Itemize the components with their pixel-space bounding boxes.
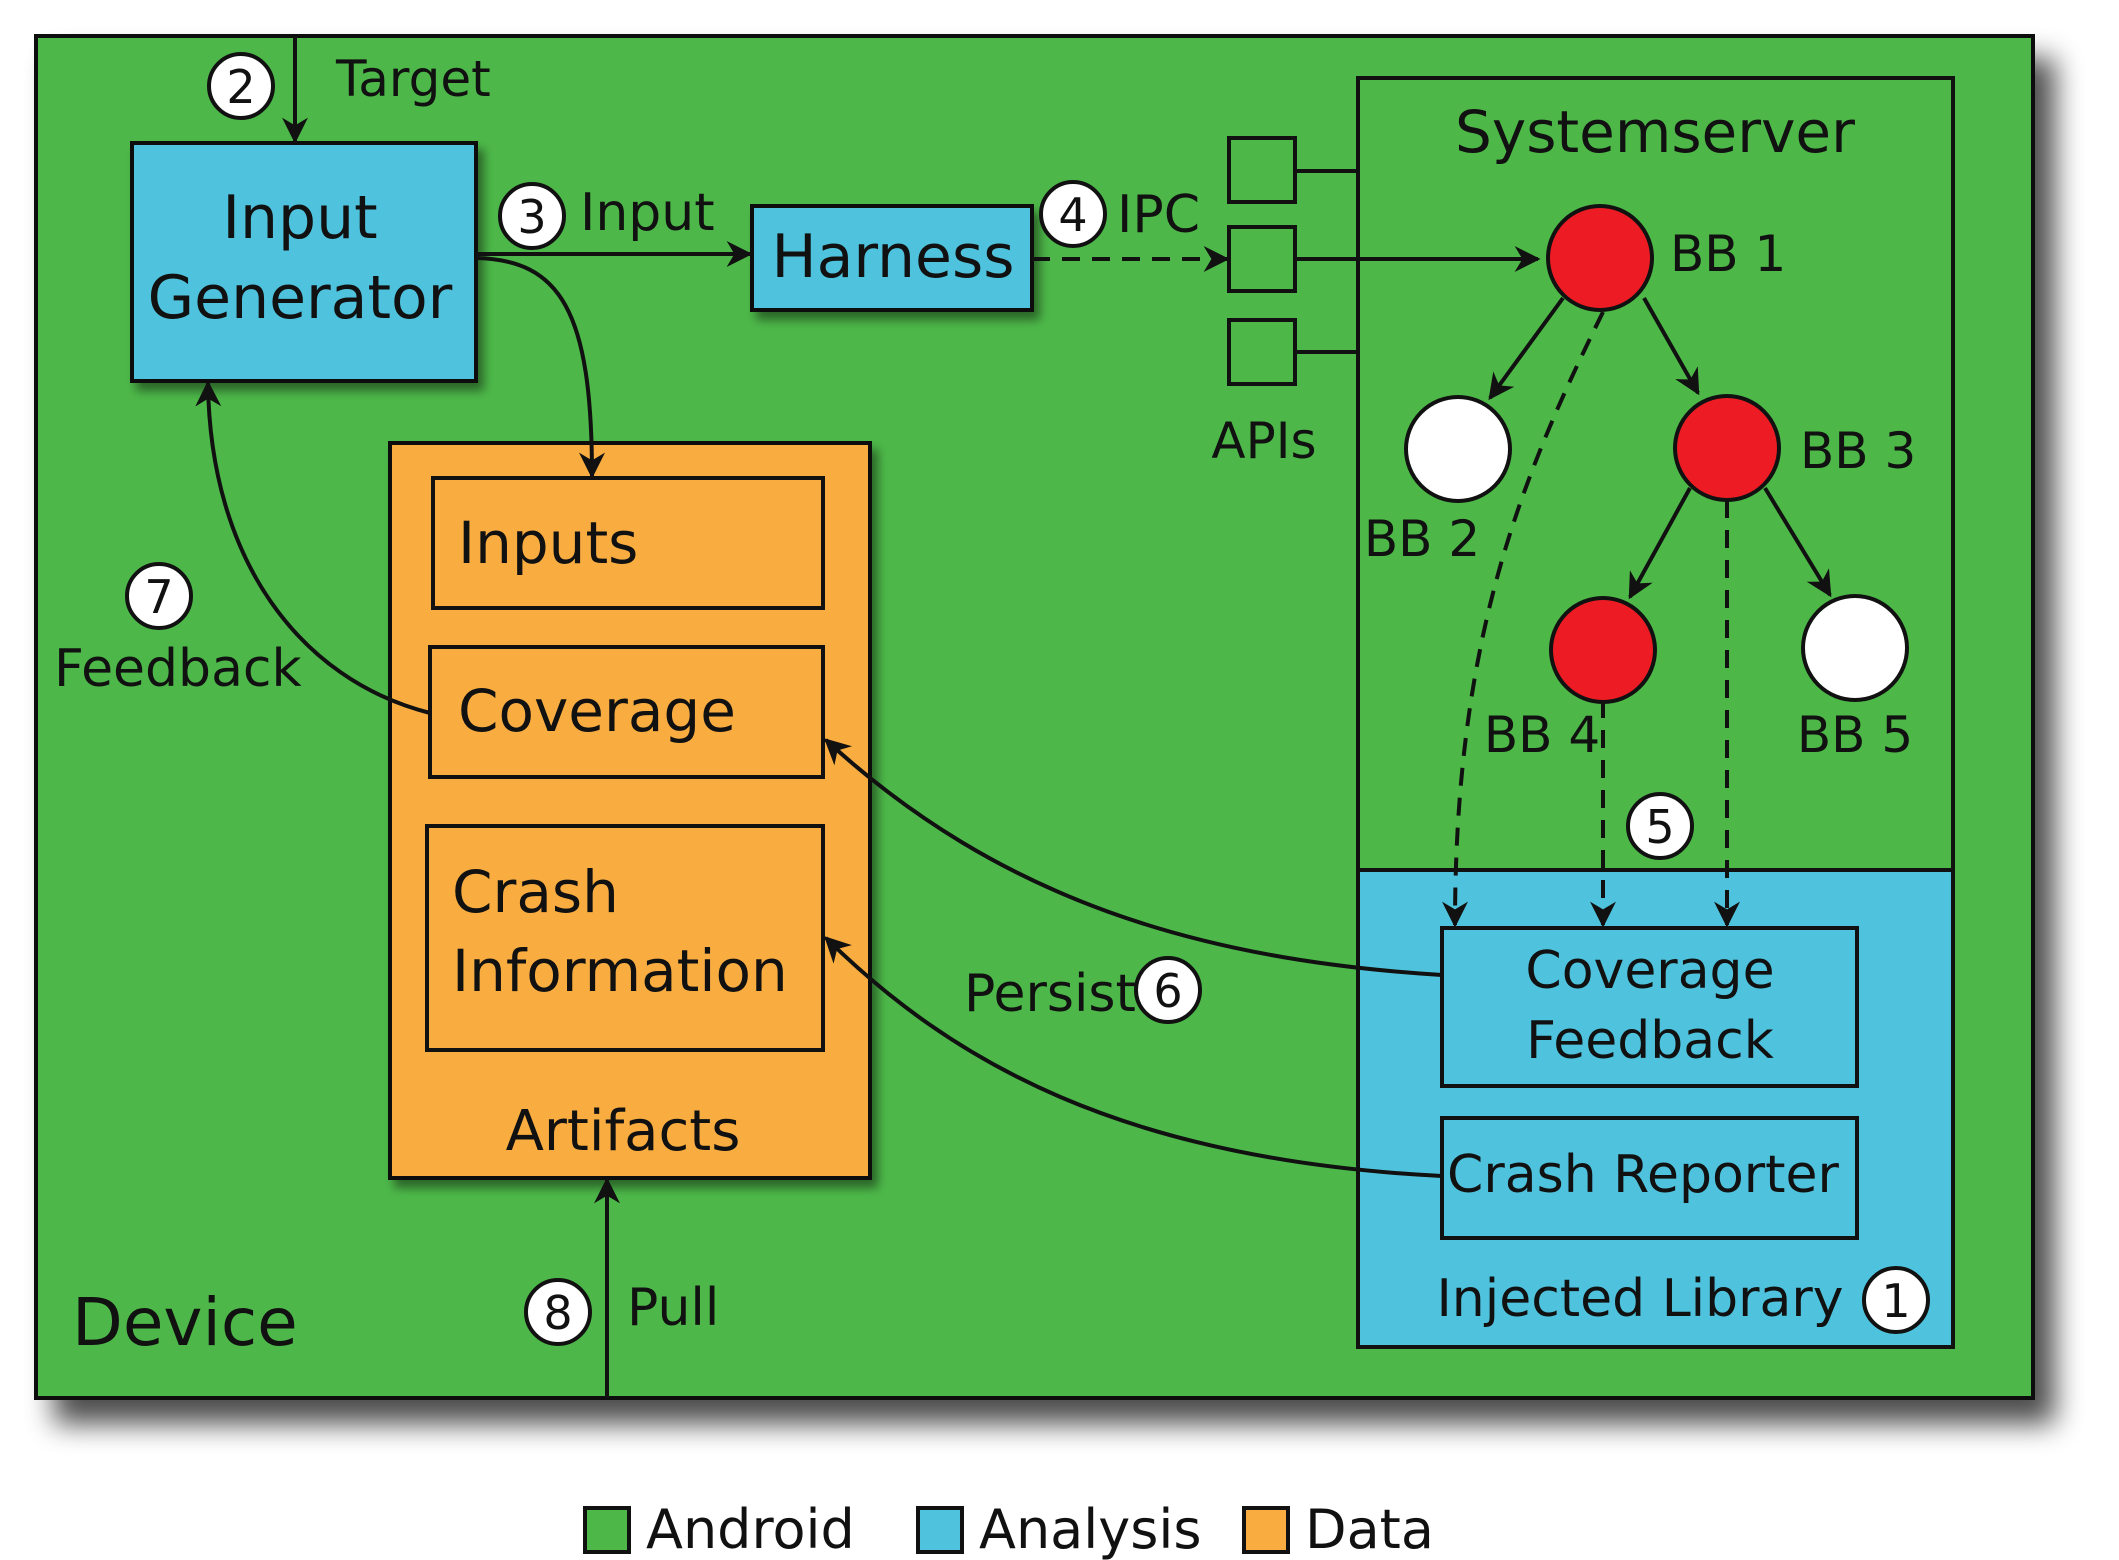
input-generator-box bbox=[130, 141, 478, 383]
step-3-label: Input bbox=[580, 183, 715, 243]
persist-crash-arrow bbox=[824, 936, 1443, 1178]
persist-coverage-arrow bbox=[824, 738, 1443, 977]
systemserver-container: Systemserver bbox=[1356, 76, 1955, 872]
bb2-node bbox=[1404, 395, 1512, 503]
coverage-feedback-line1: Coverage bbox=[1525, 941, 1774, 1001]
step-1-number: 1 bbox=[1881, 1274, 1910, 1328]
apis-label: APIs bbox=[1211, 412, 1316, 470]
injected-library-label: Injected Library bbox=[1436, 1269, 1843, 1329]
step-6-number: 6 bbox=[1153, 964, 1182, 1018]
bb5-label: BB 5 bbox=[1797, 706, 1913, 764]
step-2-number: 2 bbox=[226, 60, 255, 114]
step-1-badge: 1 bbox=[1862, 1266, 1930, 1334]
input-generator: Input Generator bbox=[130, 141, 478, 383]
feedback-arrow bbox=[195, 380, 431, 715]
bb2-label: BB 2 bbox=[1364, 510, 1480, 568]
coverage-feedback-line2: Feedback bbox=[1526, 1011, 1774, 1071]
bb1-coverage-dashed-arrow bbox=[1442, 311, 1605, 928]
edges bbox=[195, 36, 1832, 1398]
bb1-to-bb2-arrow bbox=[1488, 296, 1565, 401]
input-generator-line2: Generator bbox=[148, 263, 453, 333]
inputs-box bbox=[431, 476, 825, 610]
api-box-3 bbox=[1227, 318, 1297, 386]
step-4-number: 4 bbox=[1058, 188, 1087, 242]
step-3-badge: 3 bbox=[498, 182, 566, 250]
step-6-label: Persist bbox=[964, 964, 1136, 1024]
crash-information-line1: Crash bbox=[452, 858, 619, 926]
step-badges: 1 2 Target 3 Input 4 IPC 5 6 Persist 7 bbox=[54, 50, 1930, 1346]
injected-library-container: Injected Library Coverage Feedback Crash… bbox=[1356, 868, 1955, 1349]
step-2-badge: 2 bbox=[207, 52, 275, 120]
legend-analysis-swatch bbox=[916, 1506, 964, 1554]
device-label: Device bbox=[72, 1284, 298, 1361]
step-7-label: Feedback bbox=[54, 639, 302, 699]
step-8-badge: 8 bbox=[524, 1278, 592, 1346]
step-5-number: 5 bbox=[1645, 800, 1674, 854]
legend-android-label: Android bbox=[646, 1498, 855, 1560]
bb3-node bbox=[1673, 394, 1781, 502]
input-generator-line1: Input bbox=[222, 183, 377, 253]
bb5-node bbox=[1801, 594, 1909, 702]
api-box-1 bbox=[1227, 136, 1297, 204]
crash-information-box bbox=[425, 824, 825, 1052]
step-8-label: Pull bbox=[627, 1278, 719, 1338]
bb3-to-bb4-arrow bbox=[1628, 487, 1692, 600]
bb4-node bbox=[1549, 596, 1657, 704]
crash-reporter-box bbox=[1440, 1116, 1859, 1240]
step-7-badge: 7 bbox=[125, 562, 193, 630]
artifacts-label: Artifacts bbox=[506, 1099, 741, 1164]
artifacts: Artifacts Inputs Coverage Crash Informat… bbox=[388, 441, 872, 1180]
coverage-feedback-box bbox=[1440, 926, 1859, 1088]
legend-data-label: Data bbox=[1305, 1498, 1434, 1560]
step-3-number: 3 bbox=[517, 190, 546, 244]
harness: Harness bbox=[750, 204, 1034, 312]
step-5-badge: 5 bbox=[1626, 792, 1694, 860]
bb4-label: BB 4 bbox=[1484, 706, 1600, 764]
bb1-to-bb3-arrow bbox=[1642, 297, 1700, 396]
coverage-box bbox=[428, 645, 825, 779]
coverage-label: Coverage bbox=[458, 677, 736, 745]
crash-information-line2: Information bbox=[452, 937, 788, 1005]
api-box-2 bbox=[1227, 225, 1297, 293]
step-4-label: IPC bbox=[1117, 185, 1200, 245]
bb1-node bbox=[1546, 204, 1654, 312]
step-8-number: 8 bbox=[543, 1286, 572, 1340]
step-4-badge: 4 bbox=[1039, 180, 1107, 248]
legend: Android Analysis Data bbox=[583, 1498, 1434, 1560]
harness-label: Harness bbox=[772, 222, 1015, 292]
bb1-label: BB 1 bbox=[1670, 225, 1786, 283]
legend-android-swatch bbox=[583, 1506, 631, 1554]
inputs-label: Inputs bbox=[458, 509, 638, 577]
harness-box bbox=[750, 204, 1034, 312]
systemserver-label: Systemserver bbox=[1455, 98, 1855, 166]
bb3-to-bb5-arrow bbox=[1763, 486, 1832, 598]
generator-to-inputs-arrow bbox=[475, 256, 605, 479]
basic-blocks: BB 1 BB 2 BB 3 BB 4 BB 5 bbox=[1364, 204, 1916, 764]
legend-analysis-label: Analysis bbox=[979, 1498, 1202, 1560]
step-2-label: Target bbox=[335, 50, 491, 108]
bb3-label: BB 3 bbox=[1800, 422, 1916, 480]
apis: APIs bbox=[1211, 136, 1358, 470]
crash-reporter-label: Crash Reporter bbox=[1447, 1145, 1840, 1205]
step-6-badge: 6 bbox=[1134, 956, 1202, 1024]
legend-data-swatch bbox=[1242, 1506, 1290, 1554]
step-7-number: 7 bbox=[144, 570, 173, 624]
